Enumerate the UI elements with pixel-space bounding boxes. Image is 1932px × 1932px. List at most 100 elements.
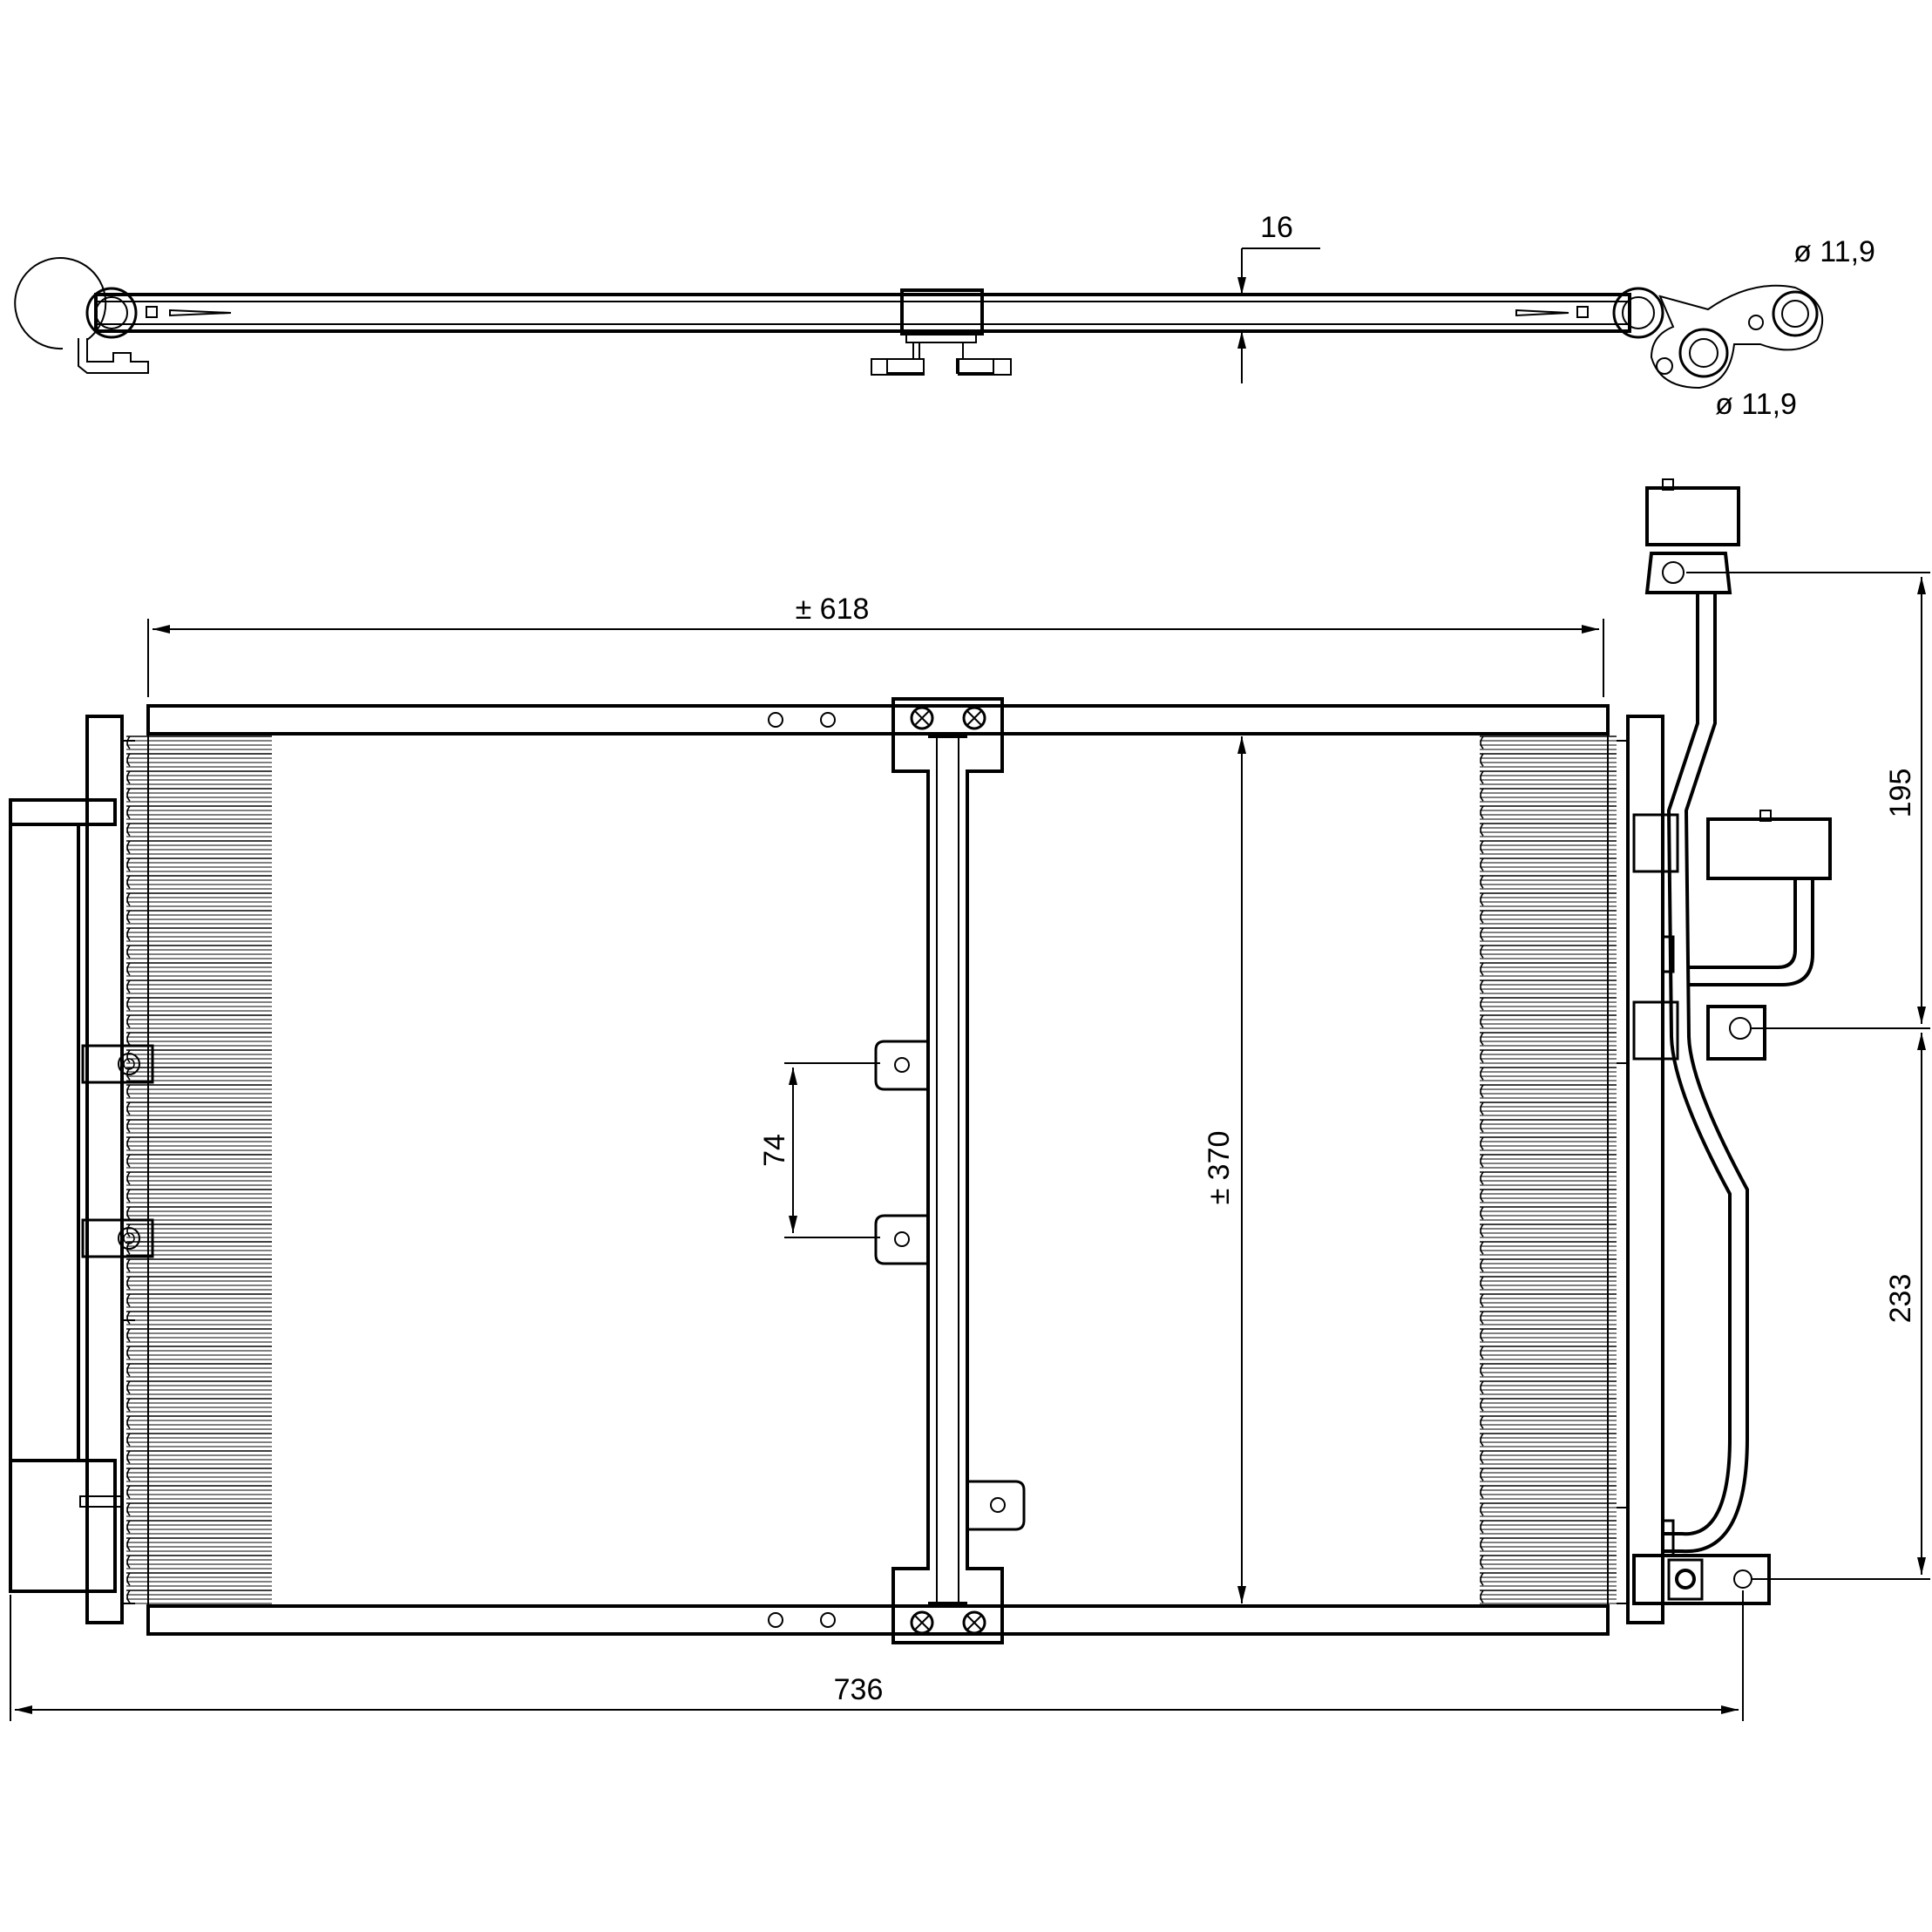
- front-view: ± 618 ± 370 74 195 233 736: [9, 478, 1930, 1721]
- fin-tube-end: [1480, 1224, 1484, 1237]
- bracket-tab-right: [967, 1480, 1026, 1531]
- fin-tube-end: [126, 823, 131, 837]
- fin-tube-end: [126, 1014, 131, 1028]
- fin-tube-end: [126, 1485, 131, 1499]
- top-bar: [94, 293, 1631, 333]
- fin-tube-end: [126, 1450, 131, 1464]
- fin-tube-end: [126, 1468, 131, 1481]
- fin-tube-end: [126, 980, 131, 993]
- fin-tube-end: [1480, 1380, 1484, 1394]
- fin-tube-end: [126, 736, 131, 749]
- fin-tube-end: [126, 1102, 131, 1115]
- fin-tube-end: [1480, 1189, 1484, 1203]
- fin-tube-end: [1480, 736, 1484, 749]
- fin-tube-end: [126, 1328, 131, 1342]
- fin-tube-end: [126, 1119, 131, 1133]
- fin-tube-end: [1480, 1415, 1484, 1429]
- right-pipe-assembly: [1632, 478, 1832, 1605]
- fin-tube-end: [126, 1502, 131, 1516]
- pipe-connector-mid: [1706, 817, 1832, 880]
- fin-tube-end: [1480, 1468, 1484, 1481]
- fin-tube-end: [1480, 1398, 1484, 1412]
- fin-tube-end: [1480, 1537, 1484, 1551]
- fin-tube-end: [1480, 1206, 1484, 1220]
- fin-tube-end: [126, 875, 131, 889]
- fin-tube-end: [126, 1415, 131, 1429]
- fin-tube-end: [1480, 1311, 1484, 1325]
- fin-tube-end: [1480, 1276, 1484, 1290]
- mount-block-bottom: [1632, 1554, 1771, 1605]
- left-drier-tube: [9, 823, 80, 1462]
- fin-tube-end: [126, 1520, 131, 1534]
- fin-tube-end: [1480, 945, 1484, 959]
- fin-tube-end: [1480, 1328, 1484, 1342]
- pipe-connector-top: [1645, 486, 1740, 546]
- fin-tube-end: [126, 1206, 131, 1220]
- fin-tube-end: [1480, 1572, 1484, 1586]
- fin-tube-end: [126, 1537, 131, 1551]
- dim-233-label: 233: [1884, 1274, 1917, 1324]
- fin-tube-end: [1480, 910, 1484, 924]
- fin-tube-end: [126, 1363, 131, 1377]
- fin-tube-end: [126, 997, 131, 1011]
- fin-tube-end: [1480, 962, 1484, 976]
- fin-tube-end: [1480, 770, 1484, 784]
- fin-tube-end: [126, 840, 131, 854]
- fin-tube-end: [1480, 1555, 1484, 1569]
- center-clamp-top: [900, 288, 984, 336]
- fin-tube-end: [126, 1380, 131, 1394]
- fin-tube-end: [126, 805, 131, 819]
- fin-tube-end: [126, 927, 131, 941]
- fin-tube-end: [126, 892, 131, 906]
- fin-tube-end: [126, 753, 131, 767]
- fin-tube-end: [126, 1032, 131, 1046]
- mount-block-mid: [1706, 1005, 1766, 1061]
- left-clip-upper: [81, 1044, 154, 1084]
- bracket-tab-lower: [874, 1214, 928, 1265]
- fin-tube-end: [1480, 1084, 1484, 1098]
- dim-195-label: 195: [1884, 769, 1917, 818]
- fin-tube-end: [1480, 1102, 1484, 1115]
- fin-tube-end: [1480, 1520, 1484, 1534]
- bottom-header: [146, 1604, 1610, 1636]
- dim-370-label: ± 370: [1203, 1131, 1236, 1205]
- fin-tube-end: [1480, 788, 1484, 802]
- fin-tube-end: [126, 1293, 131, 1307]
- fin-tube-end: [1480, 1590, 1484, 1603]
- fin-tube-end: [1480, 1154, 1484, 1168]
- fin-tube-end: [1480, 927, 1484, 941]
- mount-block-top: [1644, 552, 1732, 594]
- fin-tube-end: [1480, 1241, 1484, 1255]
- left-drier-cap: [9, 798, 117, 826]
- bracket-screws: [910, 706, 986, 1635]
- fin-tube-end: [126, 1258, 131, 1272]
- fin-tube-end: [126, 945, 131, 959]
- fin-tube-end: [1480, 1032, 1484, 1046]
- fin-tube-end: [1480, 1119, 1484, 1133]
- dim-736-label: 736: [834, 1673, 884, 1706]
- left-drier-base: [9, 1459, 117, 1593]
- fin-tube-end: [126, 1555, 131, 1569]
- fin-tube-end: [1480, 840, 1484, 854]
- fin-tube-end: [1480, 1502, 1484, 1516]
- fin-tube-end: [126, 1171, 131, 1185]
- fin-tube-end: [126, 1572, 131, 1586]
- left-receiver-top: [14, 257, 107, 350]
- fin-tube-end: [1480, 1049, 1484, 1063]
- core-fins-right: [1480, 736, 1617, 1604]
- fin-tube-end: [1480, 875, 1484, 889]
- dim-618-label: ± 618: [796, 593, 870, 626]
- fin-tube-end: [126, 1154, 131, 1168]
- fin-tube-end: [126, 910, 131, 924]
- fin-tube-end: [1480, 858, 1484, 871]
- left-side-tank: [85, 715, 124, 1624]
- center-bracket: [891, 697, 1004, 1644]
- fin-tube-end: [126, 1224, 131, 1237]
- fin-tube-end: [126, 770, 131, 784]
- fin-tube-end: [126, 1398, 131, 1412]
- right-side-tank: [1626, 715, 1664, 1624]
- fin-tube-end: [1480, 1067, 1484, 1081]
- fin-tube-end: [1480, 1258, 1484, 1272]
- top-view: 16 ø 11,9 ø 11,9: [14, 211, 1875, 421]
- fin-tube-end: [1480, 980, 1484, 993]
